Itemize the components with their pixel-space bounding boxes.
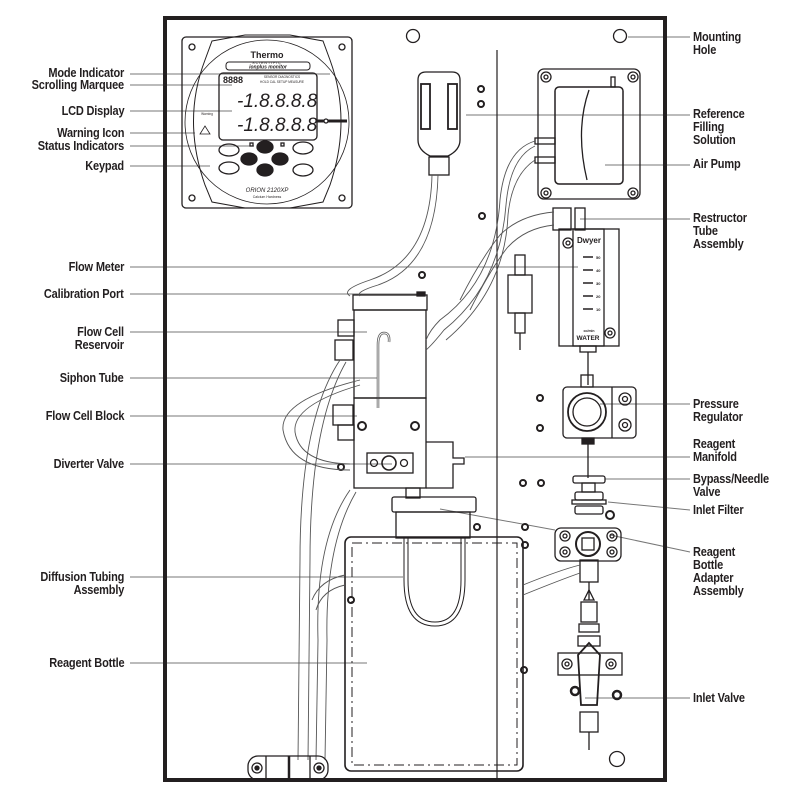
flow-meter-tick-50: 50 bbox=[596, 255, 601, 260]
label-lcd-display: LCD Display bbox=[61, 104, 124, 118]
label-flow-meter: Flow Meter bbox=[68, 260, 124, 274]
pressure-regulator bbox=[562, 374, 637, 478]
inline-fitting bbox=[507, 254, 533, 350]
flow-cell bbox=[332, 291, 465, 489]
label-scrolling-marquee: Scrolling Marquee bbox=[31, 78, 125, 92]
label-air-pump: Air Pump bbox=[693, 157, 741, 171]
mounting-hole-bottom-right bbox=[608, 750, 626, 768]
label-pressure-regulator: Pressure Regulator bbox=[693, 397, 743, 424]
label-reagent-bottle: Reagent Bottle bbox=[48, 656, 124, 670]
bottom-tube-clamp bbox=[247, 755, 329, 781]
label-restructor-tube-assembly: Restructor Tube Assembly bbox=[693, 211, 747, 251]
label-mode-indicator: Mode Indicator bbox=[48, 66, 124, 80]
flow-meter-text: Dwyer 50 40 30 20 10 cc/min WATER bbox=[577, 236, 602, 342]
label-calibration-port: Calibration Port bbox=[44, 287, 124, 301]
flow-meter-brand: Dwyer bbox=[577, 236, 601, 245]
lcd-digits-top: -1.8.8.8.8 bbox=[237, 91, 318, 112]
bypass-inlet-adapter bbox=[554, 475, 622, 601]
model-sub: Calcium Hardness bbox=[253, 195, 282, 199]
tubing bbox=[282, 140, 581, 761]
brand-logo: Thermo bbox=[250, 50, 284, 60]
model-name: ORION 2120XP bbox=[246, 188, 289, 194]
product-banner: ionplus monitor bbox=[249, 65, 288, 71]
reference-solution-bottle bbox=[417, 71, 461, 176]
mounting-holes bbox=[405, 28, 628, 768]
label-diffusion-tubing-assembly: Diffusion Tubing Assembly bbox=[40, 570, 124, 597]
controller-unit bbox=[181, 34, 353, 209]
flow-meter-tick-30: 30 bbox=[596, 281, 601, 286]
controller-text: Thermo SCIENTIFIC ionplus monitor 8888 S… bbox=[201, 50, 318, 199]
label-reference-filling-solution: Reference Filling Solution bbox=[693, 107, 745, 147]
label-reagent-bottle-adapter-assembly: Reagent Bottle Adapter Assembly bbox=[693, 545, 744, 598]
lcd-mode-segments: 8888 bbox=[223, 75, 243, 85]
label-keypad: Keypad bbox=[85, 159, 124, 173]
label-flow-cell-reservoir: Flow Cell Reservoir bbox=[74, 325, 124, 352]
flow-meter-assembly bbox=[552, 207, 620, 385]
warning-label: Warning bbox=[201, 112, 213, 116]
label-inlet-filter: Inlet Filter bbox=[693, 503, 744, 517]
label-reagent-manifold: Reagent Manifold bbox=[693, 437, 737, 464]
flow-meter-tick-40: 40 bbox=[596, 268, 601, 273]
leader-inlet-filter bbox=[607, 501, 691, 511]
flow-meter-tick-10: 10 bbox=[596, 307, 601, 312]
lcd-menu-1: SENSOR DIAGNOSTICS bbox=[264, 75, 300, 79]
air-pump bbox=[534, 68, 641, 200]
lcd-menu-2: HOLD CAL SETUP MEASURE bbox=[260, 80, 304, 84]
leader-adapter bbox=[609, 534, 691, 553]
flow-meter-units: cc/min bbox=[583, 329, 594, 333]
mounting-hole-top-right bbox=[612, 28, 628, 44]
label-status-indicators: Status Indicators bbox=[37, 139, 124, 153]
flow-meter-medium: WATER bbox=[577, 335, 600, 342]
panel-screws bbox=[347, 85, 545, 674]
label-siphon-tube: Siphon Tube bbox=[60, 371, 124, 385]
flow-meter-tick-20: 20 bbox=[596, 294, 601, 299]
label-bypass-needle-valve: Bypass/Needle Valve bbox=[693, 472, 769, 499]
mounting-hole-top-left bbox=[405, 28, 421, 44]
brand-sub: SCIENTIFIC bbox=[252, 61, 281, 65]
inlet-valve bbox=[557, 601, 623, 750]
label-warning-icon: Warning Icon bbox=[56, 126, 124, 140]
label-diverter-valve: Diverter Valve bbox=[53, 457, 124, 471]
label-inlet-valve: Inlet Valve bbox=[693, 691, 745, 705]
reagent-bottle bbox=[344, 487, 524, 772]
label-flow-cell-block: Flow Cell Block bbox=[45, 409, 124, 423]
label-mounting-hole: Mounting Hole bbox=[693, 30, 742, 57]
lcd-digits-bottom: -1.8.8.8.8 bbox=[237, 115, 318, 136]
mounting-panel bbox=[163, 16, 667, 782]
